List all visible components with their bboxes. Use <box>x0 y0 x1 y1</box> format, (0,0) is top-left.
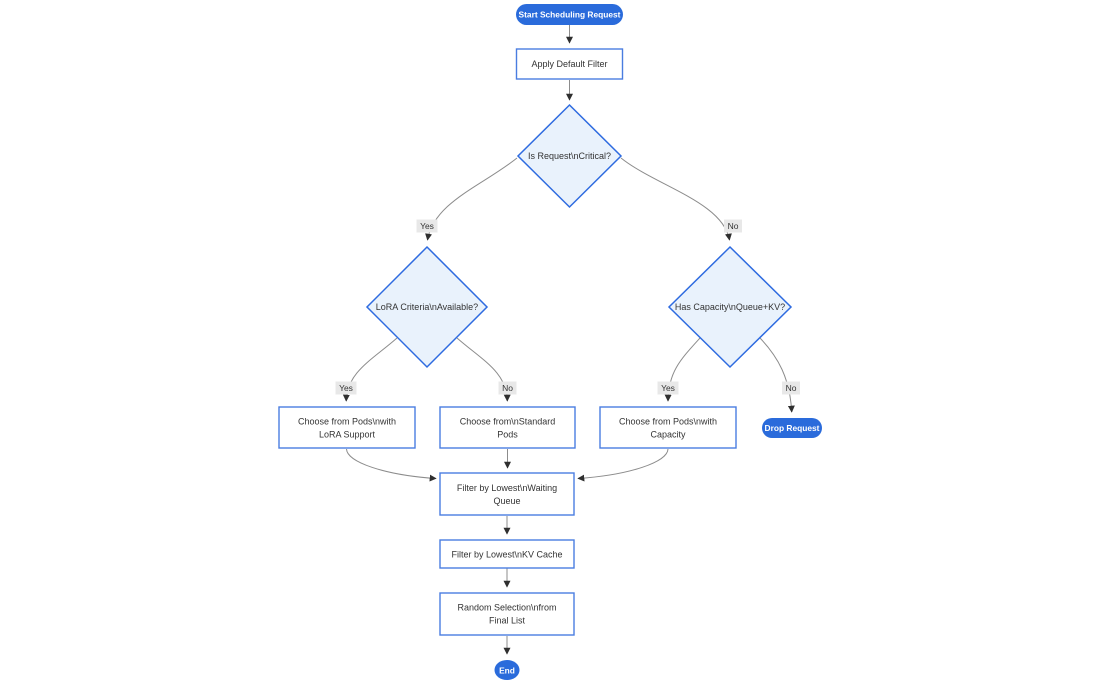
node-label-line2: Capacity <box>650 430 686 440</box>
node-random-selection: Random Selection\nfrom Final List <box>439 592 575 636</box>
rect-shape <box>439 472 575 516</box>
edge-capacitypods-to-filterqueue <box>577 448 669 482</box>
node-lora-criteria: LoRA Criteria\nAvailable? <box>365 245 489 369</box>
edge-critical-yes <box>425 157 518 241</box>
edge-label-text: Yes <box>339 383 353 393</box>
node-end: End <box>494 660 520 680</box>
edge-label-text: No <box>502 383 513 393</box>
edge-critical-no <box>620 157 732 241</box>
drop-pill-shape <box>762 418 822 438</box>
edge-label-critical-no: No <box>724 219 742 233</box>
edge-label-bg <box>782 381 800 395</box>
node-label-line1: Choose from Pods\nwith <box>298 417 396 427</box>
edge-label-text: No <box>786 383 797 393</box>
node-label-line1: Choose from\nStandard <box>460 417 556 427</box>
edge-label-capacity-no: No <box>782 381 800 395</box>
rect-shape <box>278 406 416 449</box>
node-drop-request: Drop Request <box>762 418 822 438</box>
node-label: Filter by Lowest\nKV Cache <box>451 550 562 560</box>
edge-label-bg <box>724 219 742 233</box>
node-label: Apply Default Filter <box>531 59 607 69</box>
rect-shape <box>515 48 624 80</box>
node-choose-lora: Choose from Pods\nwith LoRA Support <box>278 406 416 449</box>
edge-label-text: Yes <box>420 221 434 231</box>
node-label: Is Request\nCritical? <box>528 151 611 161</box>
edge-lorapods-to-filterqueue <box>346 448 437 482</box>
node-label-line2: Pods <box>497 430 518 440</box>
end-pill-shape <box>494 660 520 680</box>
start-pill-shape <box>516 4 623 25</box>
edge-label-capacity-yes: Yes <box>657 381 679 395</box>
diamond-shape <box>667 245 793 369</box>
node-label-line2: Final List <box>489 616 526 626</box>
edge-label-lora-yes: Yes <box>335 381 357 395</box>
node-label-line1: Filter by Lowest\nWaiting <box>457 483 557 493</box>
diamond-shape <box>365 245 489 369</box>
node-apply-filter: Apply Default Filter <box>515 48 624 80</box>
rect-shape <box>439 406 576 449</box>
node-label: Start Scheduling Request <box>519 10 621 20</box>
node-label-line1: Random Selection\nfrom <box>457 603 556 613</box>
rect-shape <box>599 406 737 449</box>
node-label: LoRA Criteria\nAvailable? <box>376 302 478 312</box>
edge-label-bg <box>335 381 357 395</box>
node-has-capacity: Has Capacity\nQueue+KV? <box>667 245 793 369</box>
rect-shape <box>439 539 575 569</box>
node-start: Start Scheduling Request <box>516 4 623 25</box>
node-label-line1: Choose from Pods\nwith <box>619 417 717 427</box>
node-label: Has Capacity\nQueue+KV? <box>675 302 785 312</box>
node-label-line2: LoRA Support <box>319 430 376 440</box>
node-choose-capacity: Choose from Pods\nwith Capacity <box>599 406 737 449</box>
diamond-shape <box>516 103 623 209</box>
edge-label-text: No <box>728 221 739 231</box>
node-label: Drop Request <box>765 423 820 433</box>
node-label-line2: Queue <box>493 496 520 506</box>
edge-label-bg <box>416 219 438 233</box>
rect-shape <box>439 592 575 636</box>
edge-label-bg <box>498 381 517 395</box>
node-filter-queue: Filter by Lowest\nWaiting Queue <box>439 472 575 516</box>
edge-labels: Yes No Yes No Yes No <box>335 219 800 395</box>
node-filter-kv: Filter by Lowest\nKV Cache <box>439 539 575 569</box>
edges <box>342 25 795 655</box>
edge-label-bg <box>657 381 679 395</box>
edge-label-lora-no: No <box>498 381 517 395</box>
edge-capacity-no <box>759 337 795 413</box>
node-choose-standard: Choose from\nStandard Pods <box>439 406 576 449</box>
node-is-critical: Is Request\nCritical? <box>516 103 623 209</box>
edge-label-critical-yes: Yes <box>416 219 438 233</box>
edge-label-text: Yes <box>661 383 675 393</box>
node-label: End <box>499 666 515 676</box>
